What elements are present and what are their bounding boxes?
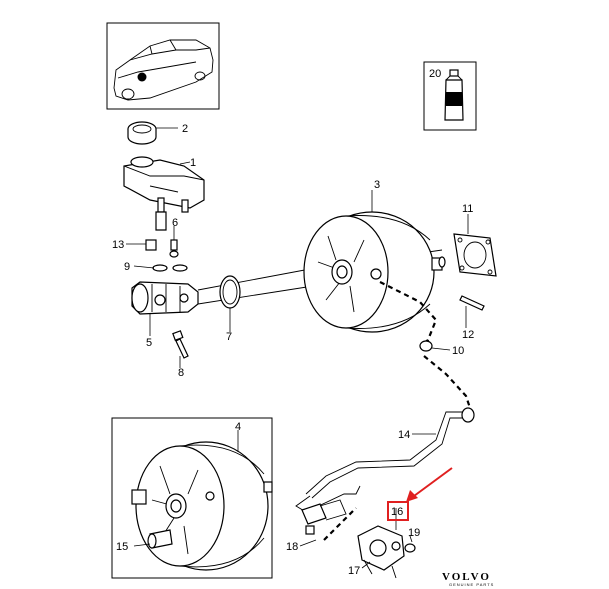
booster-detail-inset: [111, 417, 273, 579]
callout-14: 14: [398, 429, 410, 441]
callout-8: 8: [178, 367, 184, 379]
vacuum-pump: [357, 525, 405, 579]
o-ring-gasket: [219, 275, 241, 309]
callout-7: 7: [226, 331, 232, 343]
callout-6: 6: [172, 217, 178, 229]
callout-18: 18: [286, 541, 298, 553]
callout-4: 4: [235, 421, 241, 433]
highlight-arrow-icon: [406, 490, 418, 502]
reservoir-cap: [127, 121, 157, 145]
vehicle-locator-inset: [106, 22, 220, 110]
callout-19: 19: [408, 527, 420, 539]
vacuum-hose-connector: [301, 499, 347, 525]
fluid-bottle-icon: [444, 69, 464, 121]
callout-3: 3: [374, 179, 380, 191]
pump-seal: [404, 543, 416, 553]
callout-17: 17: [348, 565, 360, 577]
brand-tagline: GENUINE PARTS: [449, 582, 494, 587]
bleed-screw: [169, 239, 179, 258]
brand-logo: VOLVO GENUINE PARTS: [442, 571, 494, 587]
car-icon: [113, 39, 214, 101]
callout-15: 15: [116, 541, 128, 553]
callout-12: 12: [462, 329, 474, 341]
vacuum-pipe: [295, 407, 475, 513]
callout-labels: 1 2 3 4 5 6 7 8 9 10 11 12 13 14 15 16 1…: [112, 68, 474, 577]
fluid-reservoir: [123, 156, 205, 231]
highlight-annotation: [387, 467, 453, 521]
hose-clamp: [305, 525, 315, 535]
callout-11: 11: [462, 203, 473, 215]
mounting-bolt: [172, 330, 189, 359]
location-marker-icon: [137, 72, 147, 82]
mounting-gasket: [453, 233, 497, 277]
highlight-arrow-line: [413, 467, 453, 497]
connector-clip: [145, 239, 157, 251]
callout-16: 16: [391, 506, 403, 518]
master-cylinder: [131, 281, 199, 315]
reservoir-seals: [152, 264, 188, 272]
callout-20: 20: [429, 68, 441, 80]
vacuum-hose-dashed-pump: [323, 507, 357, 541]
brake-fluid-inset: [423, 61, 477, 131]
brand-name: VOLVO: [442, 571, 491, 583]
callout-9: 9: [124, 261, 130, 273]
locating-pin: [459, 295, 485, 311]
callout-1: 1: [190, 157, 196, 169]
callout-13: 13: [112, 239, 124, 251]
leader-lines: [126, 94, 469, 569]
callout-5: 5: [146, 337, 152, 349]
brake-booster: [303, 211, 446, 333]
highlight-box: [387, 501, 409, 521]
vacuum-hose-dashed-lower: [423, 355, 472, 409]
callout-10: 10: [452, 345, 464, 357]
check-valve-grommet: [419, 340, 433, 352]
callout-2: 2: [182, 123, 188, 135]
